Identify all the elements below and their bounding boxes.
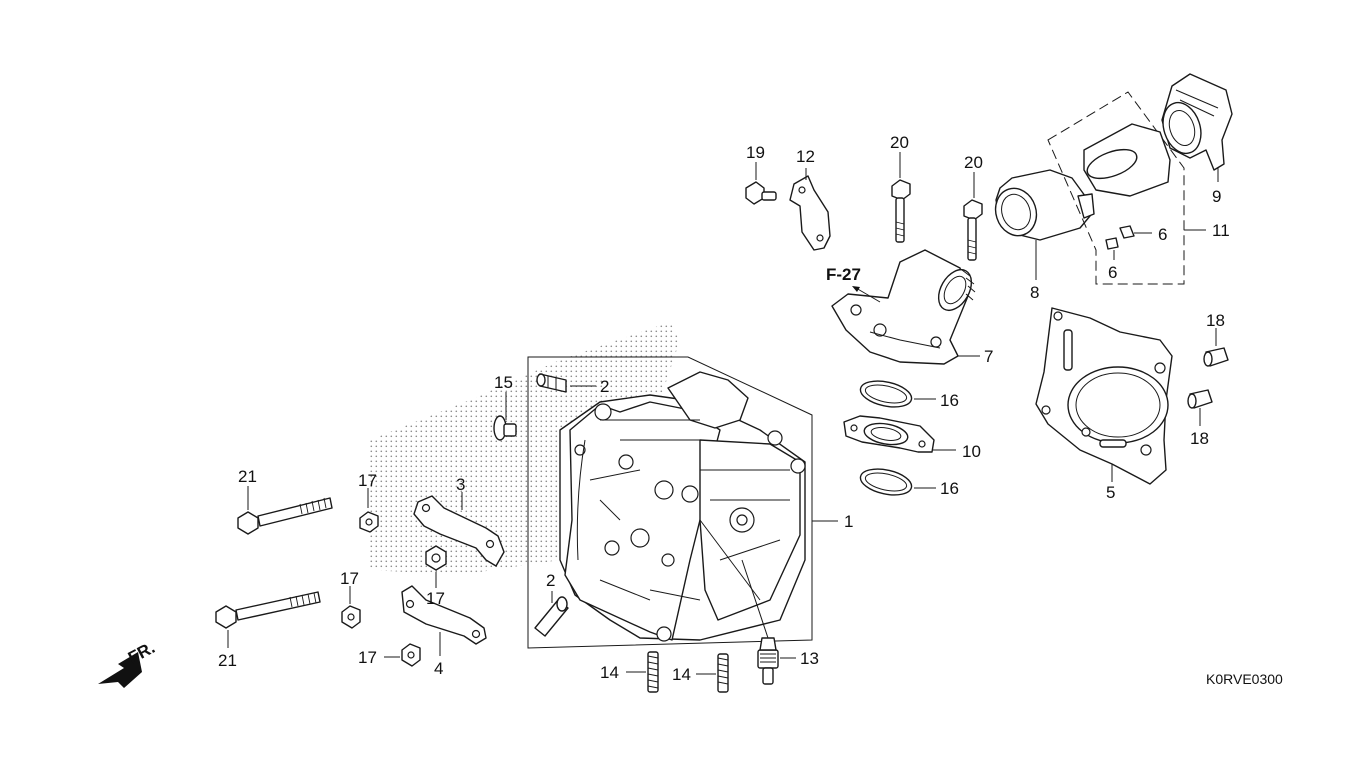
callout-18-lower: 18 <box>1190 429 1209 448</box>
o-ring-upper[interactable] <box>858 377 914 411</box>
clip-6-lower[interactable] <box>1105 237 1119 250</box>
clamp-band[interactable] <box>990 169 1095 241</box>
bolt-19[interactable] <box>745 181 777 205</box>
callout-12: 12 <box>796 147 815 166</box>
nut-17b[interactable] <box>425 545 447 571</box>
callout-13: 13 <box>800 649 819 668</box>
callout-16-lower: 16 <box>940 479 959 498</box>
intake-sleeve[interactable] <box>1083 123 1171 197</box>
callout-11: 11 <box>1212 221 1230 240</box>
callout-16-upper: 16 <box>940 391 959 410</box>
dowel-pin-upper[interactable] <box>536 373 567 393</box>
callout-18-upper: 18 <box>1206 311 1225 330</box>
callout-9: 9 <box>1212 187 1221 206</box>
drawing-code: K0RVE0300 <box>1206 671 1283 687</box>
assembly-boundary <box>1047 91 1185 285</box>
callout-14-right: 14 <box>672 665 691 684</box>
callout-6-right: 6 <box>1158 225 1167 244</box>
callout-3: 3 <box>456 475 465 494</box>
spark-plug[interactable] <box>741 559 779 685</box>
bolt-20-right[interactable] <box>963 199 983 261</box>
callout-2-lower: 2 <box>546 571 555 590</box>
f27-arrow <box>852 286 881 303</box>
cylinder-head[interactable] <box>527 356 813 649</box>
callout-20-left: 20 <box>890 133 909 152</box>
callout-2-upper: 2 <box>600 377 609 396</box>
inlet-pipe-joint[interactable] <box>831 249 978 365</box>
dowel-18-upper[interactable] <box>1203 347 1229 367</box>
throttle-body[interactable] <box>1157 73 1233 171</box>
sealing-plug[interactable] <box>493 415 517 441</box>
nut-17d[interactable] <box>401 643 421 667</box>
callout-15: 15 <box>494 373 513 392</box>
bolt-20-left[interactable] <box>891 179 911 243</box>
clip-6-upper[interactable] <box>1119 225 1135 239</box>
callout-21-upper: 21 <box>238 467 257 486</box>
callout-17b: 17 <box>426 589 445 608</box>
nut-17a[interactable] <box>359 511 379 533</box>
callout-10: 10 <box>962 442 981 461</box>
o-ring-lower[interactable] <box>858 465 914 499</box>
dowel-pin-lower[interactable] <box>534 596 569 637</box>
cylinder-gasket[interactable] <box>1035 307 1173 485</box>
callout-4: 4 <box>434 659 443 678</box>
callout-6-lower: 6 <box>1108 263 1117 282</box>
callout-5: 5 <box>1106 483 1115 502</box>
intake-flange[interactable] <box>843 415 935 453</box>
stud-bolt-left[interactable] <box>647 651 659 693</box>
callout-7: 7 <box>984 347 993 366</box>
callout-14-left: 14 <box>600 663 619 682</box>
callout-19: 19 <box>746 143 765 162</box>
reference-f27: F-27 <box>826 265 861 284</box>
dowel-18-lower[interactable] <box>1187 389 1213 409</box>
callout-20-right: 20 <box>964 153 983 172</box>
bracket-3[interactable] <box>413 495 505 567</box>
callout-1: 1 <box>844 512 853 531</box>
bracket-12[interactable] <box>789 175 831 251</box>
long-bolt-21-lower[interactable] <box>215 591 321 629</box>
nut-17c[interactable] <box>341 605 361 629</box>
callout-8: 8 <box>1030 283 1039 302</box>
callout-17c: 17 <box>340 569 359 588</box>
callout-21-lower: 21 <box>218 651 237 670</box>
callout-17a: 17 <box>358 471 377 490</box>
front-direction-arrow <box>98 652 142 688</box>
callout-17d: 17 <box>358 648 377 667</box>
stud-bolt-right[interactable] <box>717 653 729 693</box>
long-bolt-21-upper[interactable] <box>237 497 333 535</box>
bracket-4[interactable] <box>401 585 487 645</box>
